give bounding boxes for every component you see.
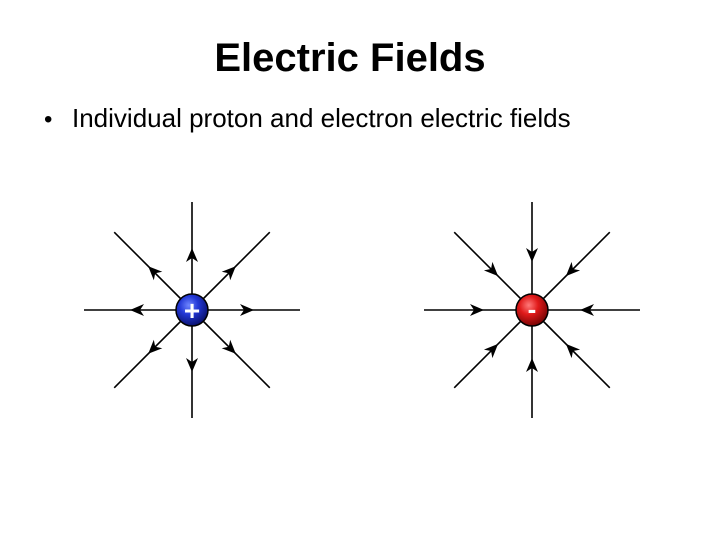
electron-arrow-nw [483, 261, 499, 277]
electron-arrow-sw [483, 343, 499, 359]
proton-field [84, 202, 300, 418]
proton-arrow-north [186, 248, 198, 262]
proton-circle [175, 293, 209, 327]
proton-arrow-ne [221, 266, 236, 281]
proton-arrow-west [130, 304, 144, 316]
electron-charge: - [515, 293, 549, 327]
proton-sign: + [184, 295, 200, 326]
bullet-text: Individual proton and electron electric … [72, 103, 571, 133]
proton-charge: + [175, 293, 209, 327]
electron-arrow-west [470, 304, 484, 316]
slide-title: Electric Fields [214, 36, 486, 80]
electron-field [424, 202, 640, 418]
bullet-list: • Individual proton and electron electri… [44, 103, 571, 134]
proton-arrow-se [221, 339, 236, 354]
bullet-marker: • [44, 106, 53, 133]
electron-arrow-ne [565, 261, 581, 277]
proton-arrow-sw [148, 339, 163, 354]
proton-arrow-south [186, 358, 198, 372]
electron-arrow-se [565, 343, 581, 359]
bullet-item: • Individual proton and electron electri… [44, 103, 571, 134]
electron-arrow-east [580, 304, 594, 316]
proton-arrow-nw [148, 266, 163, 281]
electron-arrow-north [526, 248, 538, 262]
proton-arrow-east [240, 304, 254, 316]
electron-circle [515, 293, 549, 327]
electron-sign: - [528, 294, 537, 324]
electron-arrow-south [526, 358, 538, 372]
